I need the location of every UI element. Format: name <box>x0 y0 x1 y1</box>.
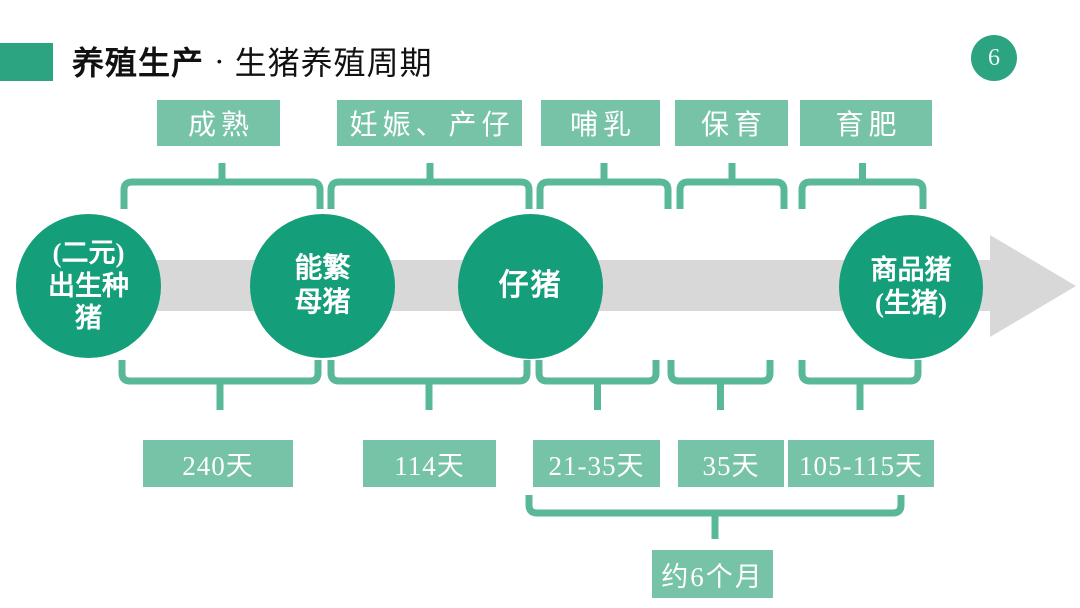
page-title: 养殖生产 · 生猪养殖周期 <box>72 38 433 84</box>
top-brace-nursery <box>676 163 788 209</box>
bottom-brace-lactation <box>535 360 660 410</box>
top-brace-fattening <box>798 163 927 209</box>
title-subtitle: 生猪养殖周期 <box>234 45 433 81</box>
duration-box-fattening: 105-115天 <box>788 440 934 487</box>
page-number: 6 <box>988 44 1000 71</box>
node-line: 商品猪 <box>870 255 952 286</box>
stage-label-gestation-farrowing: 妊娠、产仔 <box>337 100 522 146</box>
duration-text: 105-115天 <box>799 451 923 481</box>
duration-text: 240天 <box>182 451 254 481</box>
node-line: 母猪 <box>294 287 351 318</box>
stage-label-text: 成熟 <box>187 110 254 141</box>
node-circle-piglet: 仔猪 <box>458 214 603 359</box>
stage-label-lactation: 哺乳 <box>541 100 660 146</box>
total-duration-box: 约6个月 <box>652 550 773 598</box>
node-line: (二元) <box>52 237 125 268</box>
title-section: 养殖生产 <box>72 45 205 81</box>
node-line: 能繁 <box>294 252 351 284</box>
bottom-brace-gestation-farrowing <box>327 360 531 410</box>
stage-label-text: 保育 <box>700 110 767 141</box>
node-line: (生猪) <box>875 288 947 318</box>
stage-label-nursery: 保育 <box>675 100 788 146</box>
top-brace-maturity <box>120 163 324 209</box>
node-circle-breeding-sow: 能繁 母猪 <box>250 214 395 358</box>
stage-label-text: 哺乳 <box>569 110 636 141</box>
duration-text: 35天 <box>702 451 760 481</box>
duration-box-maturity: 240天 <box>143 440 293 487</box>
node-circle-market-hog: 商品猪 (生猪) <box>839 215 983 359</box>
stage-label-maturity: 成熟 <box>157 100 280 146</box>
node-line: 仔猪 <box>498 269 563 303</box>
node-circle-birth-breeding-pig: (二元) 出生种 猪 <box>16 214 161 358</box>
node-line: 出生种 <box>48 270 129 301</box>
title-accent-square <box>0 43 53 81</box>
timeline-arrow-head <box>990 235 1076 337</box>
title-separator-dot: · <box>214 42 225 79</box>
top-brace-gestation-farrowing <box>327 163 533 209</box>
stage-label-text: 育肥 <box>835 110 902 141</box>
total-duration-brace <box>525 495 905 539</box>
duration-box-nursery: 35天 <box>678 440 784 487</box>
stage-label-fattening: 育肥 <box>800 100 932 146</box>
duration-text: 21-35天 <box>548 451 645 481</box>
bottom-brace-maturity <box>118 360 322 410</box>
duration-box-gestation-farrowing: 114天 <box>363 440 496 487</box>
total-duration-text: 约6个月 <box>661 561 764 592</box>
duration-box-lactation: 21-35天 <box>533 440 660 487</box>
bottom-brace-nursery <box>667 360 774 410</box>
bottom-brace-fattening <box>798 360 922 410</box>
page-number-badge: 6 <box>971 35 1017 81</box>
duration-text: 114天 <box>394 451 465 481</box>
stage-label-text: 妊娠、产仔 <box>349 110 515 141</box>
node-line: 猪 <box>75 303 102 334</box>
top-brace-lactation <box>536 163 672 209</box>
